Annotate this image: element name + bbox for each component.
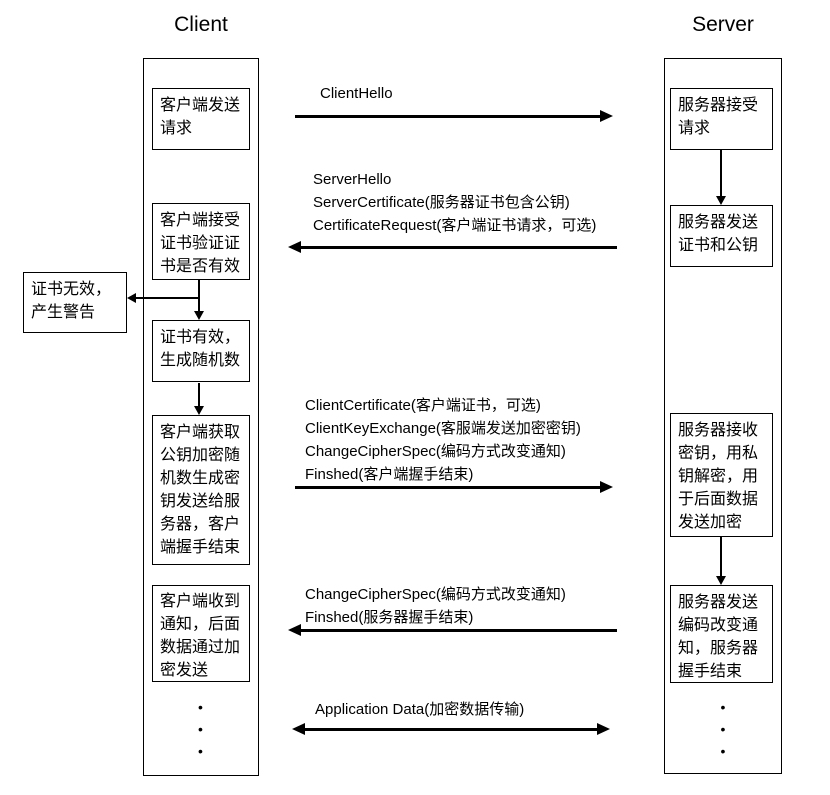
client-step-receive-notice: 客户端收到通知，后面数据通过加密发送 bbox=[152, 585, 250, 682]
message-changecipherspec-label-1: ChangeCipherSpec(编码方式改变通知) bbox=[305, 586, 566, 603]
server-step-receive-key: 服务器接收密钥，用私钥解密，用于后面数据发送加密 bbox=[670, 413, 773, 537]
arrowhead-down-icon bbox=[715, 196, 726, 205]
client-column-title: Client bbox=[174, 13, 228, 36]
dot: • bbox=[720, 721, 726, 737]
arrow-shaft bbox=[299, 246, 617, 249]
client-valid-to-key-arrow bbox=[193, 383, 204, 415]
message-applicationdata-arrow bbox=[292, 723, 610, 735]
client-step-verify-cert: 客户端接受证书验证证书是否有效 bbox=[152, 203, 250, 280]
arrow-shaft bbox=[295, 115, 602, 118]
dot: • bbox=[720, 699, 726, 715]
client-verify-to-valid-arrow bbox=[193, 280, 204, 320]
arrowhead-left-icon bbox=[127, 292, 136, 303]
arrowhead-right-icon bbox=[597, 723, 610, 735]
message-serverhello-label-3: CertificateRequest(客户端证书请求，可选) bbox=[313, 217, 597, 234]
server-accept-to-send-arrow bbox=[715, 150, 726, 205]
warning-branch-arrow bbox=[127, 292, 199, 303]
server-step-send-notice: 服务器发送编码改变通知，服务器握手结束 bbox=[670, 585, 773, 683]
server-step-accept-request: 服务器接受请求 bbox=[670, 88, 773, 150]
message-clientcertificate-label-2: ClientKeyExchange(客服端发送加密密钥) bbox=[305, 420, 581, 437]
message-serverhello-label-2: ServerCertificate(服务器证书包含公钥) bbox=[313, 194, 570, 211]
message-clientcertificate-label-1: ClientCertificate(客户端证书，可选) bbox=[305, 397, 541, 414]
client-step-cert-valid: 证书有效，生成随机数 bbox=[152, 320, 250, 382]
arrowhead-right-icon bbox=[600, 481, 613, 493]
dot: • bbox=[198, 743, 203, 759]
arrow-shaft bbox=[299, 629, 617, 632]
message-changecipherspec-label-2: Finshed(服务器握手结束) bbox=[305, 609, 474, 626]
message-changecipherspec-arrow bbox=[288, 624, 617, 636]
warning-box: 证书无效，产生警告 bbox=[23, 272, 127, 333]
server-key-to-notice-arrow bbox=[715, 537, 726, 585]
message-clientcertificate-label-3: ChangeCipherSpec(编码方式改变通知) bbox=[305, 443, 566, 460]
client-step-send-key: 客户端获取公钥加密随机数生成密钥发送给服务器，客户端握手结束 bbox=[152, 415, 250, 565]
message-clientcertificate-arrow bbox=[295, 481, 613, 493]
message-clientcertificate-label-4: Finshed(客户端握手结束) bbox=[305, 466, 474, 483]
message-clienthello-arrow bbox=[295, 110, 613, 122]
arrow-shaft bbox=[303, 728, 599, 731]
arrowhead-left-icon bbox=[292, 723, 305, 735]
message-applicationdata-label: Application Data(加密数据传输) bbox=[315, 701, 525, 718]
message-serverhello-arrow bbox=[288, 241, 617, 253]
arrowhead-down-icon bbox=[715, 576, 726, 585]
arrowhead-down-icon bbox=[193, 406, 204, 415]
arrowhead-right-icon bbox=[600, 110, 613, 122]
dot: • bbox=[198, 699, 203, 715]
message-serverhello-label-1: ServerHello bbox=[313, 171, 392, 188]
arrow-shaft bbox=[295, 486, 602, 489]
server-step-send-cert: 服务器发送证书和公钥 bbox=[670, 205, 773, 267]
server-continuation-dots: • • • bbox=[664, 696, 782, 762]
arrowhead-left-icon bbox=[288, 241, 301, 253]
client-continuation-dots: • • • bbox=[143, 696, 258, 762]
dot: • bbox=[198, 721, 203, 737]
server-column-title: Server bbox=[692, 13, 754, 36]
client-step-send-request: 客户端发送请求 bbox=[152, 88, 250, 150]
dot: • bbox=[720, 743, 726, 759]
arrowhead-down-icon bbox=[193, 311, 204, 320]
message-clienthello-label: ClientHello bbox=[320, 85, 393, 102]
arrowhead-left-icon bbox=[288, 624, 301, 636]
